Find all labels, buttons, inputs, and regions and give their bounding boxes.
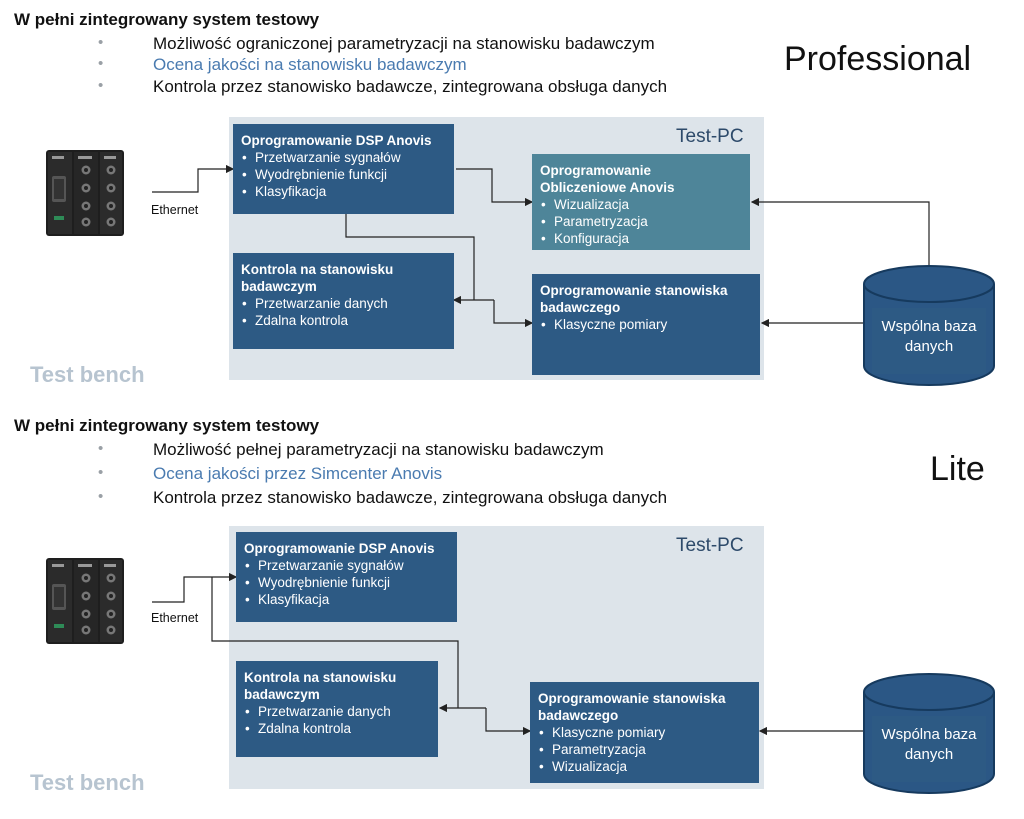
bullet-text: Kontrola przez stanowisko badawcze, zint… (153, 77, 668, 96)
lite-bench-software-box: Oprogramowanie stanowiska badawczego Kla… (530, 682, 759, 783)
box-item: Parametryzacja (540, 213, 742, 230)
box-item: Zdalna kontrola (241, 312, 446, 329)
box-item: Klasyfikacja (244, 591, 449, 608)
bullet-dot-icon: • (98, 77, 104, 94)
professional-control-box: Kontrola na stanowisku badawczym Przetwa… (233, 253, 454, 349)
box-item: Przetwarzanie sygnałów (241, 149, 446, 166)
professional-calc-box: Oprogramowanie Obliczeniowe Anovis Wizua… (532, 154, 750, 250)
box-item: Przetwarzanie danych (241, 295, 446, 312)
bullet-dot-icon: • (98, 440, 104, 457)
professional-test-pc-label: Test-PC (676, 126, 744, 147)
professional-bullet-1: • Możliwość ograniczonej parametryzacji … (98, 34, 738, 54)
lite-bullet-2: • Ocena jakości przez Simcenter Anovis (98, 464, 738, 484)
lite-database-label: Wspólna baza danych (881, 726, 977, 763)
professional-dsp-box: Oprogramowanie DSP Anovis Przetwarzanie … (233, 124, 454, 214)
professional-bullet-2: • Ocena jakości na stanowisku badawczym (98, 55, 738, 75)
box-item: Wizualizacja (540, 196, 742, 213)
professional-edition-label: Professional (784, 40, 972, 78)
bullet-dot-icon: • (98, 464, 104, 481)
box-item: Konfiguracja (540, 230, 742, 247)
box-title: Kontrola na stanowisku badawczym (244, 670, 397, 702)
box-title: Oprogramowanie Obliczeniowe Anovis (540, 163, 675, 195)
ethernet-label: Ethernet (151, 203, 199, 217)
box-item: Przetwarzanie sygnałów (244, 557, 449, 574)
box-item: Klasyfikacja (241, 183, 446, 200)
bullet-text: Ocena jakości przez Simcenter Anovis (153, 464, 443, 483)
lite-edition-label: Lite (930, 450, 985, 488)
box-item: Klasyczne pomiary (540, 316, 752, 333)
ethernet-label: Ethernet (151, 611, 199, 625)
box-title: Oprogramowanie stanowiska badawczego (540, 283, 728, 315)
bullet-text: Możliwość ograniczonej parametryzacji na… (153, 34, 655, 53)
hardware-device-icon (44, 148, 126, 238)
professional-database-label: Wspólna baza danych (881, 318, 977, 355)
bullet-dot-icon: • (98, 34, 104, 51)
lite-database-icon (862, 672, 996, 796)
bullet-text: Kontrola przez stanowisko badawcze, zint… (153, 488, 668, 507)
box-title: Kontrola na stanowisku badawczym (241, 262, 394, 294)
box-item: Wyodrębnienie funkcji (244, 574, 449, 591)
bullet-text: Możliwość pełnej parametryzacji na stano… (153, 440, 604, 459)
lite-control-box: Kontrola na stanowisku badawczym Przetwa… (236, 661, 438, 757)
box-item: Wizualizacja (538, 758, 751, 775)
hardware-device-icon (44, 556, 126, 646)
lite-heading: W pełni zintegrowany system testowy (14, 416, 320, 435)
box-item: Parametryzacja (538, 741, 751, 758)
box-item: Przetwarzanie danych (244, 703, 430, 720)
box-title: Oprogramowanie stanowiska badawczego (538, 691, 726, 723)
lite-dsp-box: Oprogramowanie DSP Anovis Przetwarzanie … (236, 532, 457, 622)
lite-test-bench-label: Test bench (30, 770, 145, 795)
lite-bullet-1: • Możliwość pełnej parametryzacji na sta… (98, 440, 738, 460)
bullet-dot-icon: • (98, 55, 104, 72)
professional-database-icon (862, 264, 996, 388)
professional-test-bench-label: Test bench (30, 362, 145, 387)
lite-test-pc-label: Test-PC (676, 535, 744, 556)
box-title: Oprogramowanie DSP Anovis (244, 541, 435, 556)
professional-bench-software-box: Oprogramowanie stanowiska badawczego Kla… (532, 274, 760, 375)
box-item: Zdalna kontrola (244, 720, 430, 737)
bullet-text: Ocena jakości na stanowisku badawczym (153, 55, 467, 74)
lite-bullet-3: • Kontrola przez stanowisko badawcze, zi… (98, 488, 738, 508)
professional-heading: W pełni zintegrowany system testowy (14, 10, 320, 29)
box-item: Wyodrębnienie funkcji (241, 166, 446, 183)
box-item: Klasyczne pomiary (538, 724, 751, 741)
box-title: Oprogramowanie DSP Anovis (241, 133, 432, 148)
professional-bullet-3: • Kontrola przez stanowisko badawcze, zi… (98, 77, 738, 97)
bullet-dot-icon: • (98, 488, 104, 505)
